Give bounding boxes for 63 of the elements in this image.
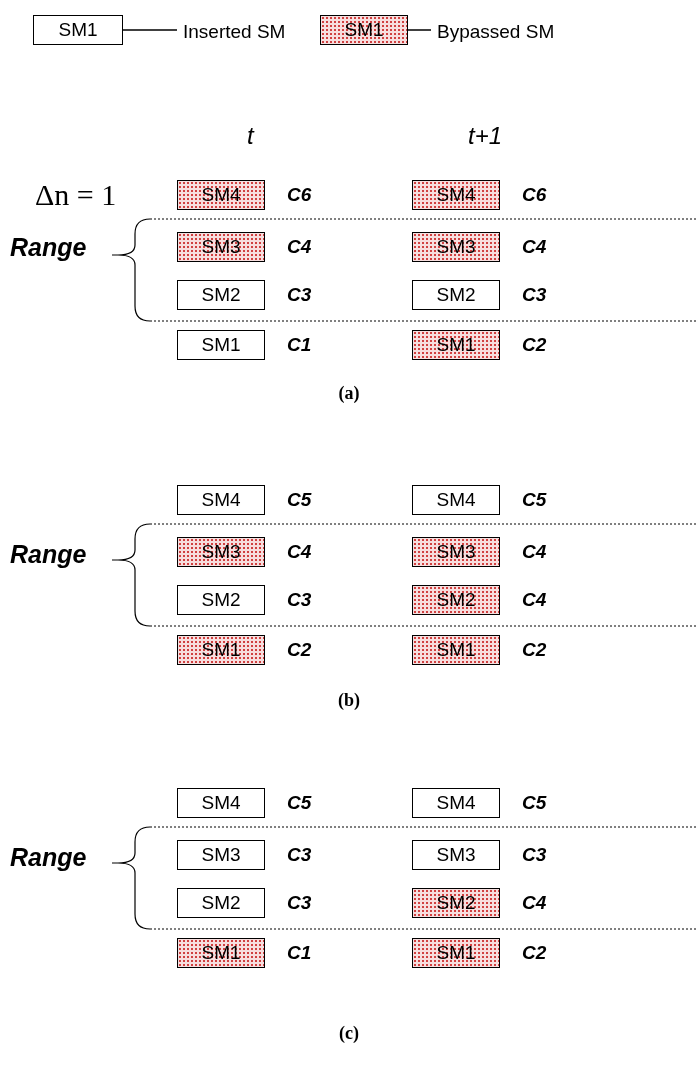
inserted-submodule-box: SM2	[177, 280, 265, 310]
inserted-submodule-box: SM2	[177, 888, 265, 918]
capacitor-voltage-rank: C3	[287, 284, 312, 306]
panel-caption: (a)	[337, 383, 361, 404]
capacitor-voltage-rank: C4	[522, 892, 547, 914]
capacitor-voltage-rank: C3	[287, 589, 312, 611]
bypassed-submodule-box: SM1	[412, 330, 500, 360]
capacitor-voltage-rank: C2	[522, 942, 547, 964]
inserted-submodule-box: SM1	[177, 330, 265, 360]
bypassed-submodule-box: SM4	[177, 180, 265, 210]
bypassed-submodule-box: SM3	[412, 232, 500, 262]
capacitor-voltage-rank: C5	[287, 489, 312, 511]
capacitor-voltage-rank: C5	[287, 792, 312, 814]
capacitor-voltage-rank: C3	[522, 844, 547, 866]
capacitor-voltage-rank: C5	[522, 792, 547, 814]
inserted-submodule-box: SM2	[412, 280, 500, 310]
capacitor-voltage-rank: C6	[522, 184, 547, 206]
legend-label: Bypassed SM	[437, 21, 555, 43]
capacitor-voltage-rank: C4	[287, 236, 312, 258]
capacitor-voltage-rank: C4	[522, 236, 547, 258]
inserted-submodule-box: SM4	[177, 485, 265, 515]
range-label: Range	[10, 233, 87, 262]
leader-line	[407, 29, 432, 31]
panel-caption: (b)	[337, 690, 361, 711]
inserted-submodule-box: SM3	[177, 840, 265, 870]
capacitor-voltage-rank: C4	[522, 541, 547, 563]
delta-label: Δn = 1	[35, 178, 117, 212]
bypassed-submodule-box: SM1	[412, 635, 500, 665]
bypassed-submodule-box: SM3	[177, 537, 265, 567]
capacitor-voltage-rank: C4	[522, 589, 547, 611]
time-label: t	[247, 122, 254, 150]
time-label: t+1	[468, 122, 503, 150]
bypassed-submodule-box: SM1	[177, 635, 265, 665]
inserted-submodule-box: SM1	[33, 15, 123, 45]
bypassed-submodule-box: SM3	[412, 537, 500, 567]
capacitor-voltage-rank: C2	[522, 639, 547, 661]
capacitor-voltage-rank: C4	[287, 541, 312, 563]
bypassed-submodule-box: SM2	[412, 585, 500, 615]
capacitor-voltage-rank: C1	[287, 334, 312, 356]
bypassed-submodule-box: SM3	[177, 232, 265, 262]
capacitor-voltage-rank: C3	[522, 284, 547, 306]
inserted-submodule-box: SM2	[177, 585, 265, 615]
inserted-submodule-box: SM4	[177, 788, 265, 818]
bypassed-submodule-box: SM2	[412, 888, 500, 918]
inserted-submodule-box: SM3	[412, 840, 500, 870]
capacitor-voltage-rank: C3	[287, 844, 312, 866]
range-label: Range	[10, 540, 87, 569]
bypassed-submodule-box: SM1	[177, 938, 265, 968]
inserted-submodule-box: SM4	[412, 485, 500, 515]
panel-caption: (c)	[338, 1023, 360, 1044]
capacitor-voltage-rank: C6	[287, 184, 312, 206]
capacitor-voltage-rank: C5	[522, 489, 547, 511]
bypassed-submodule-box: SM1	[412, 938, 500, 968]
inserted-submodule-box: SM4	[412, 788, 500, 818]
capacitor-voltage-rank: C2	[287, 639, 312, 661]
legend-label: Inserted SM	[183, 21, 286, 43]
range-label: Range	[10, 843, 87, 872]
capacitor-voltage-rank: C2	[522, 334, 547, 356]
bypassed-submodule-box: SM1	[320, 15, 408, 45]
capacitor-voltage-rank: C3	[287, 892, 312, 914]
leader-line	[122, 29, 178, 31]
bypassed-submodule-box: SM4	[412, 180, 500, 210]
capacitor-voltage-rank: C1	[287, 942, 312, 964]
